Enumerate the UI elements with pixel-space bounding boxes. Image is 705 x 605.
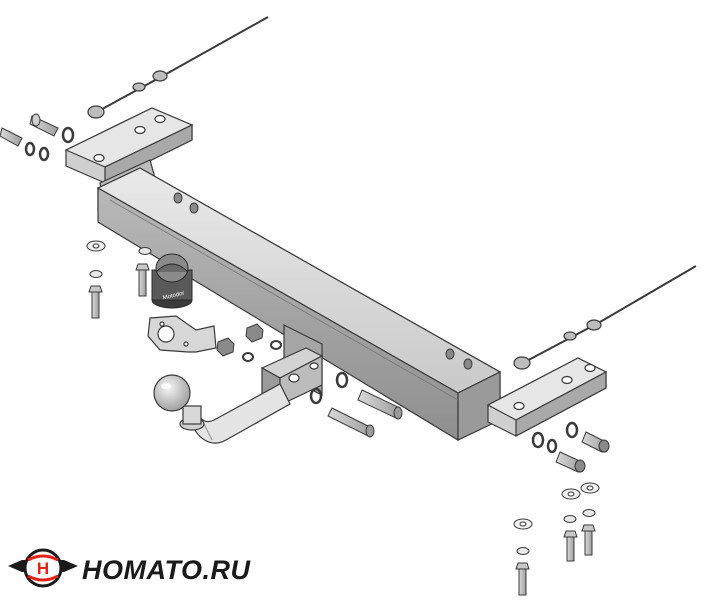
right-mounting-bracket	[486, 357, 608, 437]
socket-plate	[147, 315, 217, 353]
center-right-hardware	[309, 371, 403, 438]
upper-wire-harness	[87, 16, 269, 119]
brand-name: HOMATO.RU	[82, 554, 251, 585]
right-hardware	[513, 421, 610, 596]
beam-top-bolts	[173, 192, 473, 370]
left-hardware	[0, 113, 152, 319]
logo-emblem-letter: H	[37, 559, 49, 578]
main-cross-beam	[96, 167, 502, 442]
tow-ball-assembly	[153, 374, 291, 444]
brand-logo[interactable]: H HOMATO.RU	[8, 546, 251, 594]
right-wire-harness	[513, 265, 697, 370]
nuts-center	[216, 323, 282, 362]
homato-logo-icon: H	[8, 546, 78, 595]
ball-cover: Motodor	[151, 253, 193, 309]
ball-cover-brand-label: Motodor	[162, 290, 185, 301]
